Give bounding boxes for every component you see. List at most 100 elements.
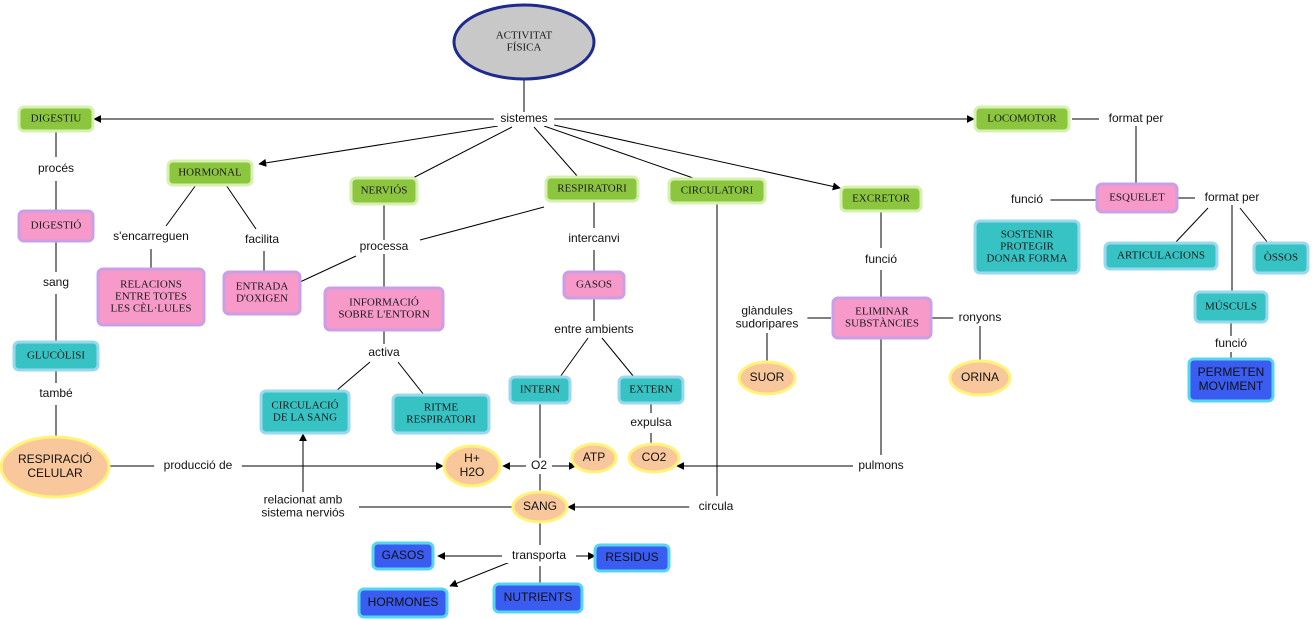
node-gasos2: GASOS [371, 541, 435, 571]
node-shape-muscles [1193, 290, 1269, 324]
node-shape-nutrients [492, 582, 584, 614]
link-label-transporta: transporta [512, 548, 566, 562]
node-shape-informacio [323, 286, 445, 332]
link-label-bg [953, 311, 1007, 325]
node-label-respiratori: RESPIRATORI [557, 183, 627, 195]
link-label-bg [854, 459, 908, 473]
link-label-bg [493, 112, 555, 126]
node-shape-ritme [391, 393, 491, 435]
line-connector [601, 337, 635, 378]
node-label-ritme: RITME [424, 402, 459, 414]
node-label-sostenir: DONAR FORMA [987, 253, 1068, 265]
link-label-bg [36, 387, 76, 401]
node-sang: SANG [511, 490, 569, 524]
node-digestiu: DIGESTIU [17, 105, 95, 133]
node-label-h2o: H2O [460, 465, 485, 479]
node-label-gasos2: GASOS [382, 548, 425, 562]
node-label-hormones: HORMONES [368, 595, 439, 609]
node-shape-sang [511, 490, 569, 524]
node-label-residus: RESIDUS [605, 550, 658, 564]
node-label-entrada: D'OXIGEN [236, 293, 288, 305]
node-shape-gasos [562, 270, 626, 300]
node-label-relacions: LES CÈL·LULES [111, 303, 192, 315]
link-label-bg [1099, 112, 1173, 126]
node-label-informacio: INFORMACIÓ [349, 297, 419, 309]
arrow-connector [449, 561, 511, 588]
node-shape-root [452, 3, 596, 81]
link-label-entre_ambients: entre ambients [554, 322, 633, 336]
link-label-bg [857, 253, 905, 267]
node-label-muscles: MÚSCULS [1205, 301, 1257, 313]
node-label-gasos: GASOS [576, 279, 612, 291]
link-label-ronyons: ronyons [959, 310, 1002, 324]
line-connector [533, 126, 579, 178]
node-nutrients: NUTRIENTS [492, 582, 584, 614]
node-articulacions: ARTICULACIONS [1103, 241, 1219, 271]
node-label-glucolisi: GLUCÒLISI [27, 350, 85, 362]
node-shape-entrada [222, 270, 302, 316]
node-label-relacions: ENTRE TOTES [115, 291, 187, 303]
node-shape-locomotor [973, 105, 1071, 133]
line-connector [397, 361, 425, 396]
node-respiratori: RESPIRATORI [544, 175, 640, 203]
node-orina: ORINA [948, 359, 1012, 397]
link-label-bg [502, 549, 576, 563]
node-label-respiracio: CELULAR [27, 466, 83, 480]
link-label-bg [103, 230, 199, 244]
node-digestio: DIGESTIÓ [17, 209, 95, 243]
node-label-ossos: ÒSSOS [1264, 252, 1298, 264]
link-label-relacionat: relacionat amb [264, 493, 343, 507]
node-label-sang: SANG [523, 499, 557, 513]
node-shape-orina [948, 359, 1012, 397]
node-label-hormonal: HORMONAL [178, 167, 242, 179]
node-label-h2o: H+ [464, 451, 480, 465]
node-label-digestiu: DIGESTIU [31, 113, 82, 125]
node-label-locomotor: LOCOMOTOR [987, 113, 1057, 125]
link-label-funcio_mus: funció [1215, 336, 1247, 350]
node-muscles: MÚSCULS [1193, 290, 1269, 324]
line-connector [165, 184, 197, 227]
link-label-bg [39, 276, 73, 290]
node-label-excretor: EXCRETOR [852, 193, 911, 205]
link-label-bg [353, 240, 415, 254]
node-shape-digestiu [17, 105, 95, 133]
link-label-expulsa: expulsa [630, 415, 672, 429]
node-label-eliminar: SUBSTÀNCIES [845, 318, 919, 330]
link-label-o2: O2 [531, 458, 547, 472]
node-shape-esquelet [1095, 182, 1179, 214]
connector-lines [55, 79, 1269, 588]
node-label-ritme: RESPIRATORI [406, 414, 476, 426]
node-shape-ossos [1252, 241, 1310, 275]
node-hormonal: HORMONAL [166, 159, 254, 187]
node-shape-intern [508, 375, 572, 405]
link-label-format_per2: format per [1205, 190, 1260, 204]
link-label-glandules: sudoripares [736, 317, 799, 331]
link-label-funcio_esq: funció [1011, 192, 1043, 206]
node-locomotor: LOCOMOTOR [973, 105, 1071, 133]
link-label-sang_label: sang [43, 275, 69, 289]
node-shape-articulacions [1103, 241, 1219, 271]
node-label-atp: ATP [583, 450, 605, 464]
link-label-bg [231, 233, 293, 247]
node-label-circulacio: DE LA SANG [273, 412, 337, 424]
node-shape-permeten [1187, 357, 1275, 403]
link-label-bg [249, 506, 357, 521]
link-label-proces: procés [38, 161, 74, 175]
node-label-permeten: PERMETEN [1198, 365, 1265, 379]
node-shape-excretor [839, 185, 923, 213]
link-label-format_per1: format per [1109, 111, 1164, 125]
link-label-bg [529, 459, 549, 473]
link-label-relacionat: sistema nerviós [261, 506, 344, 520]
node-nervios: NERVIÓS [349, 176, 419, 206]
link-label-bg [1003, 193, 1051, 207]
node-shape-atp [570, 442, 618, 474]
